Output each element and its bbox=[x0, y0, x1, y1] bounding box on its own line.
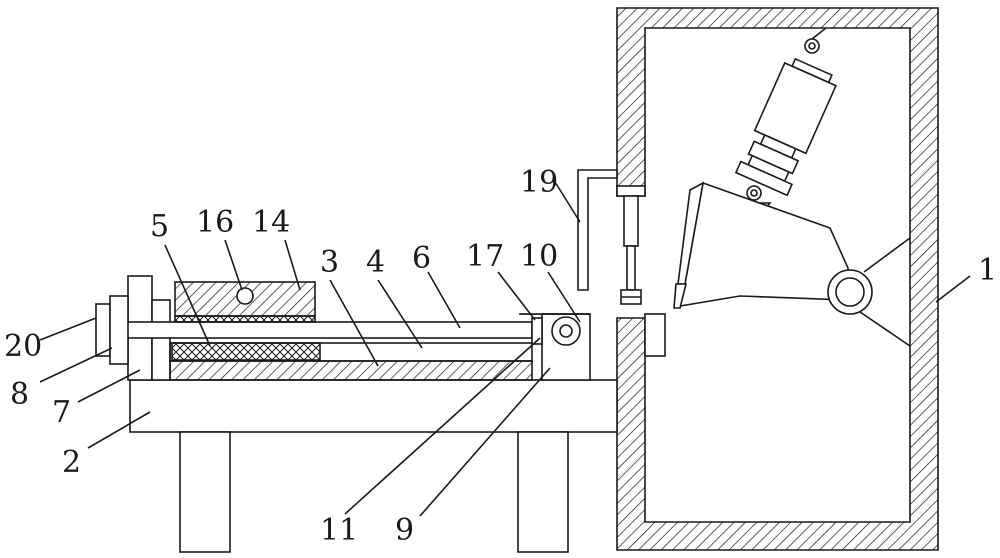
label-11: 11 bbox=[320, 513, 358, 548]
label-3: 3 bbox=[320, 245, 339, 280]
small-cylinder-rod bbox=[626, 245, 636, 291]
label-1: 1 bbox=[978, 253, 997, 288]
base-rail-3 bbox=[169, 360, 533, 381]
label-7: 7 bbox=[52, 395, 71, 430]
sliding-pad-5 bbox=[171, 342, 321, 361]
label-5: 5 bbox=[150, 209, 169, 244]
label-8: 8 bbox=[10, 377, 29, 412]
rod-end-block-17 bbox=[531, 317, 543, 345]
cylinder-assembly bbox=[734, 27, 837, 215]
roller-core bbox=[559, 324, 573, 338]
label-4: 4 bbox=[366, 245, 385, 280]
end-support-7 bbox=[151, 299, 171, 381]
leader-10 bbox=[547, 271, 581, 323]
leader-lines bbox=[39, 181, 971, 517]
cylinder-bottom-pin-core bbox=[750, 189, 758, 197]
housing-guide-block bbox=[644, 313, 666, 357]
slide-assembly bbox=[95, 281, 591, 381]
table-leg-right bbox=[517, 431, 569, 553]
handwheel-20 bbox=[95, 303, 111, 357]
label-9: 9 bbox=[395, 513, 414, 548]
reference-numerals: 1 2 3 4 5 6 7 8 9 10 11 14 16 17 19 20 bbox=[4, 165, 997, 548]
label-2: 2 bbox=[62, 445, 81, 480]
label-20: 20 bbox=[4, 329, 42, 364]
bracket-assembly bbox=[577, 169, 646, 305]
label-16: 16 bbox=[196, 205, 234, 240]
leader-6 bbox=[427, 271, 461, 329]
table-top bbox=[129, 379, 618, 433]
leader-20 bbox=[39, 317, 97, 341]
label-10: 10 bbox=[520, 239, 558, 274]
leader-2 bbox=[87, 411, 151, 449]
leader-4 bbox=[377, 279, 423, 349]
slider-track-4 bbox=[169, 342, 533, 362]
leader-7 bbox=[77, 369, 141, 403]
leader-19 bbox=[554, 181, 581, 223]
leader-8 bbox=[39, 347, 113, 383]
label-17: 17 bbox=[466, 239, 504, 274]
press-arm-plate bbox=[678, 181, 849, 307]
clamp-pin-16 bbox=[236, 287, 254, 305]
cylinder-top-mount bbox=[811, 27, 827, 40]
bracket-plate bbox=[616, 185, 646, 197]
leader-3 bbox=[329, 279, 379, 367]
label-14: 14 bbox=[252, 205, 290, 240]
press-arm-tip bbox=[673, 283, 688, 309]
bracket bbox=[577, 169, 618, 291]
lead-rod-6 bbox=[109, 321, 533, 339]
leader-11 bbox=[344, 337, 541, 515]
pivot-brace-bottom bbox=[859, 311, 911, 347]
cylinder-top-pin-core bbox=[808, 42, 816, 50]
pivot-brace-top bbox=[863, 237, 911, 273]
table-leg-left bbox=[179, 431, 231, 553]
label-19: 19 bbox=[520, 165, 558, 200]
cylinder-clevis bbox=[734, 160, 794, 197]
label-6: 6 bbox=[412, 241, 431, 276]
clamp-pad bbox=[174, 315, 316, 323]
leader-5 bbox=[164, 244, 211, 347]
leader-9 bbox=[419, 367, 551, 517]
leader-16 bbox=[224, 239, 243, 291]
press-arm bbox=[673, 181, 911, 347]
leader-17 bbox=[497, 271, 536, 321]
handwheel-hub-8 bbox=[109, 295, 129, 365]
small-cylinder-body bbox=[623, 195, 639, 247]
leader-1 bbox=[935, 275, 971, 303]
leader-14 bbox=[284, 239, 301, 291]
pivot-inner bbox=[835, 277, 865, 307]
